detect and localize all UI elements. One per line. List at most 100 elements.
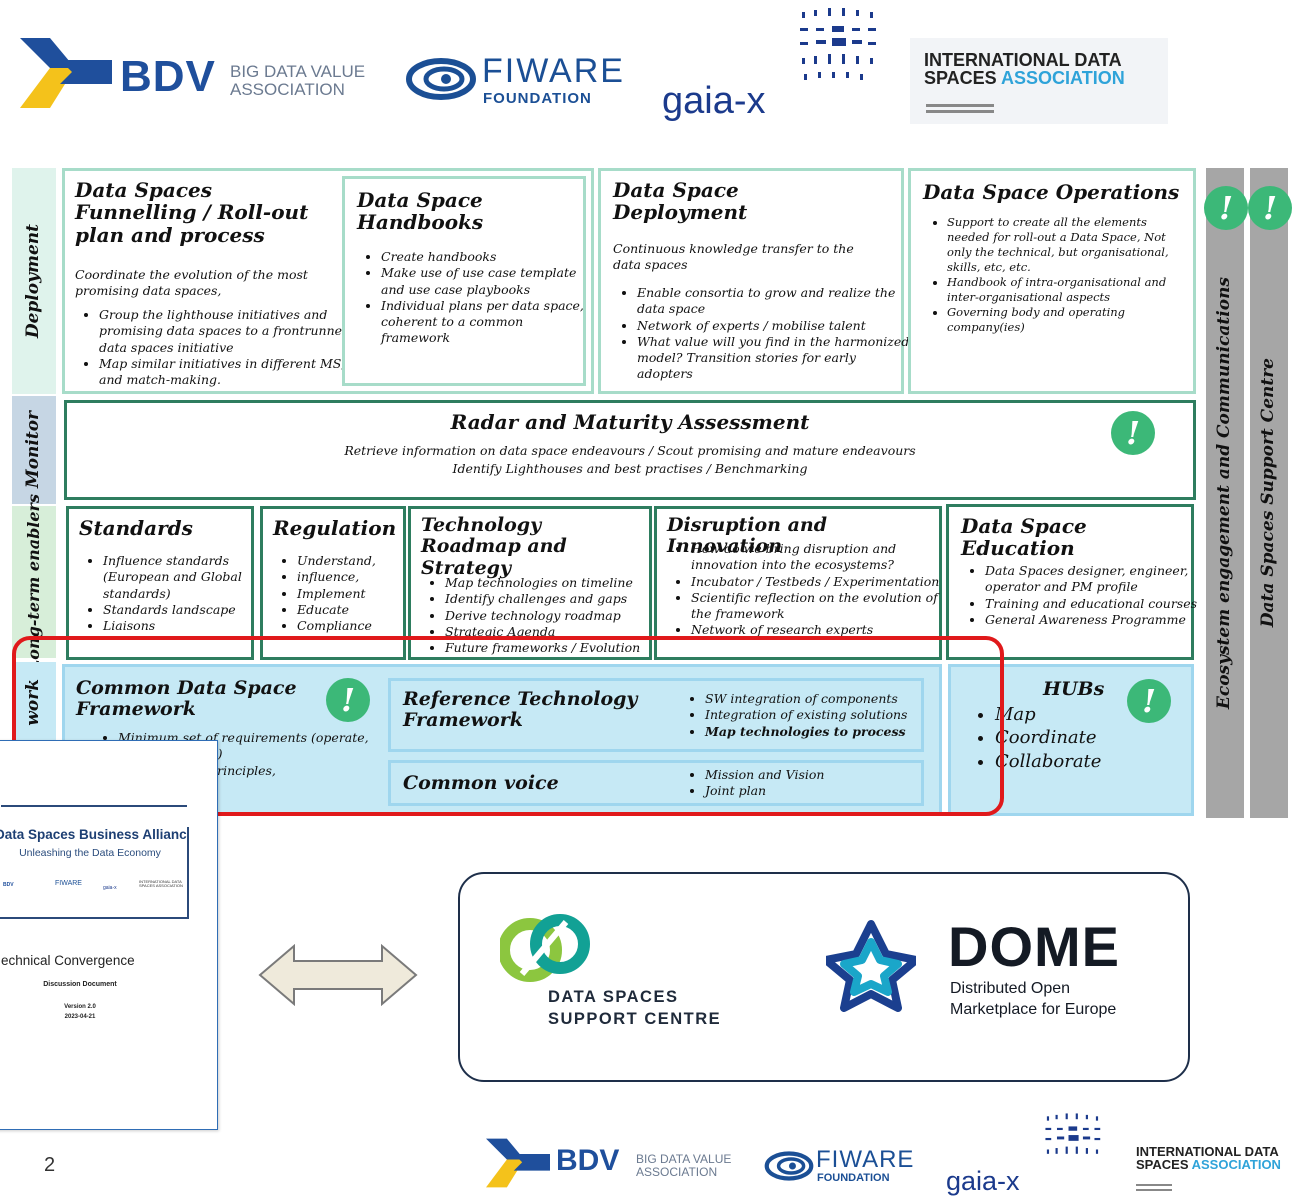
reference-tech-bullets: SW integration of components Integration… xyxy=(681,691,935,740)
standards-bullets: Influence standards (European and Global… xyxy=(79,553,267,634)
list-item: Group the lighthouse initiatives and pro… xyxy=(99,307,355,356)
regulation-box: Regulation Understand, influence, Implem… xyxy=(260,506,406,660)
operations-box: Data Space Operations Support to create … xyxy=(908,168,1196,394)
idsa-bar xyxy=(1136,1184,1172,1186)
list-item: SW integration of components xyxy=(705,691,935,707)
doc-mini-gaiax: gaia-x xyxy=(103,885,117,891)
list-item: Governing body and operating company(ies… xyxy=(947,305,1187,335)
handbooks-bullets: Create handbooks Make use of use case te… xyxy=(357,249,595,347)
doc-mini-idsa: INTERNATIONAL DATA SPACES ASSOCIATION xyxy=(139,879,183,889)
support-alert-icon: ! xyxy=(1248,186,1292,230)
standards-box: Standards Influence standards (European … xyxy=(66,506,254,660)
bdv-logo-icon xyxy=(20,38,112,108)
list-item: Network of experts / mobilise talent xyxy=(637,318,913,334)
list-item: Handbook of intra-organisational and int… xyxy=(947,275,1187,305)
dome-word: DOME xyxy=(948,915,1120,978)
list-item: Incubator / Testbeds / Experimentation xyxy=(691,574,953,590)
double-arrow-icon xyxy=(258,944,418,1006)
doc-type: Discussion Document xyxy=(43,981,117,988)
list-item: influence, xyxy=(297,569,421,585)
hubs-box: HUBs ! Map Coordinate Collaborate xyxy=(948,664,1194,816)
radar-alert-icon: ! xyxy=(1111,411,1155,455)
highlight-outline xyxy=(12,636,1004,816)
education-title: Data Space Education xyxy=(961,514,1087,561)
list-item: Understand, xyxy=(297,553,421,569)
doc-date: 2023-04-21 xyxy=(64,1014,96,1020)
list-item: What value will you find in the harmoniz… xyxy=(637,334,913,383)
list-item: Educate xyxy=(297,602,421,618)
support-centre-column: Data Spaces Support Centre xyxy=(1250,168,1288,818)
bdv-line1: BIG DATA VALUE xyxy=(230,62,366,81)
ecosystem-column: Ecosystem engagement and Communications xyxy=(1206,168,1244,818)
list-item: Enable consortia to grow and realize the… xyxy=(637,285,913,318)
list-item: Make use of use case template and use ca… xyxy=(381,265,595,298)
idsa-logo xyxy=(910,38,1168,124)
disruption-bullets: How do we bring disruption and innovatio… xyxy=(667,541,953,639)
funnelling-bullets: Group the lighthouse initiatives and pro… xyxy=(75,307,355,388)
deployment-title: Data Space Deployment xyxy=(613,178,748,225)
document-thumbnail[interactable]: Data Spaces Business Alliance Unleashing… xyxy=(0,740,218,1130)
reference-tech-box: Reference Technology Framework SW integr… xyxy=(388,678,924,752)
list-item: Integration of existing solutions xyxy=(705,707,935,723)
list-item: Future frameworks / Evolution xyxy=(445,640,671,656)
education-bullets: Data Spaces designer, engineer, operator… xyxy=(961,563,1207,628)
idsa-bar xyxy=(926,104,994,107)
deployment-bullets: Enable consortia to grow and realize the… xyxy=(613,285,913,383)
idsa-line2: SPACES ASSOCIATION xyxy=(924,68,1125,88)
doc-mini-bdv: BDV xyxy=(3,882,14,888)
list-item: Support to create all the elements neede… xyxy=(947,215,1187,275)
operations-bullets: Support to create all the elements neede… xyxy=(923,215,1187,335)
top-logos: BDV BIG DATA VALUE ASSOCIATION FIWARE FO… xyxy=(0,0,1293,160)
fiware-sub-small: FOUNDATION xyxy=(817,1172,890,1184)
tech-roadmap-title: Technology Roadmap and Strategy xyxy=(421,514,567,579)
common-framework-title: Common Data Space Framework xyxy=(76,677,297,721)
funnelling-text: Coordinate the evolution of the most pro… xyxy=(75,267,308,299)
list-item: Map technologies on timeline xyxy=(445,575,671,591)
dome-sub2: Marketplace for Europe xyxy=(950,1001,1117,1018)
handbooks-title: Data Space Handbooks xyxy=(357,188,484,235)
list-item: Identify challenges and gaps xyxy=(445,591,671,607)
handbooks-box: Data Space Handbooks Create handbooks Ma… xyxy=(342,176,586,386)
list-item: Derive technology roadmap xyxy=(445,608,671,624)
row-label-deployment: Deployment xyxy=(12,168,56,394)
common-voice-title: Common voice xyxy=(403,772,559,794)
bdv-logo-icon xyxy=(486,1138,550,1188)
gaiax-word: gaia-x xyxy=(662,80,766,122)
list-item: Compliance xyxy=(297,618,421,634)
doc-top-rule xyxy=(1,805,187,807)
list-item: Individual plans per data space, coheren… xyxy=(381,298,595,347)
regulation-bullets: Understand, influence, Implement Educate… xyxy=(273,553,421,634)
deployment-text: Continuous knowledge transfer to the dat… xyxy=(613,241,854,273)
bdv-line1-small: BIG DATA VALUE xyxy=(636,1152,732,1166)
common-framework-alert-icon: ! xyxy=(326,678,370,722)
fiware-sub: FOUNDATION xyxy=(483,90,592,107)
radar-title: Radar and Maturity Assessment xyxy=(450,410,810,434)
list-item: General Awareness Programme xyxy=(985,612,1207,628)
idsa-bar xyxy=(926,110,994,113)
list-item: Influence standards (European and Global… xyxy=(103,553,267,602)
dssc-line2: SUPPORT CENTRE xyxy=(548,1010,722,1028)
hubs-alert-icon: ! xyxy=(1127,679,1171,723)
idsa-line1: INTERNATIONAL DATA xyxy=(924,50,1122,70)
idsa-bar xyxy=(1136,1189,1172,1191)
deployment-box: Data Space Deployment Continuous knowled… xyxy=(598,168,909,394)
list-item: Mission and Vision xyxy=(705,767,925,783)
list-item: Standards landscape xyxy=(103,602,267,618)
list-item: Network of research experts xyxy=(691,622,953,638)
doc-title-frame xyxy=(0,827,189,919)
education-box: Data Space Education Data Spaces designe… xyxy=(946,504,1197,660)
dssc-line1: DATA SPACES xyxy=(548,988,679,1006)
tech-roadmap-box: Technology Roadmap and Strategy Map tech… xyxy=(408,506,652,660)
tech-roadmap-bullets: Map technologies on timeline Identify ch… xyxy=(421,575,671,656)
row-label-long-term-enablers: Long-term enablers xyxy=(12,494,56,670)
fiware-swirl-icon xyxy=(764,1151,814,1181)
list-item: Data Spaces designer, engineer, operator… xyxy=(985,563,1207,596)
fiware-word: FIWARE xyxy=(482,52,625,90)
bdv-mark: BDV xyxy=(120,52,216,101)
gaiax-dots-icon xyxy=(1045,1113,1101,1154)
doc-title: Data Spaces Business Alliance xyxy=(0,827,187,842)
idsa-line1-small: INTERNATIONAL DATA xyxy=(1136,1144,1279,1159)
list-item: Joint plan xyxy=(705,783,925,799)
page-number: 2 xyxy=(44,1154,56,1176)
disruption-box: Disruption and Innovation How do we brin… xyxy=(654,506,942,660)
